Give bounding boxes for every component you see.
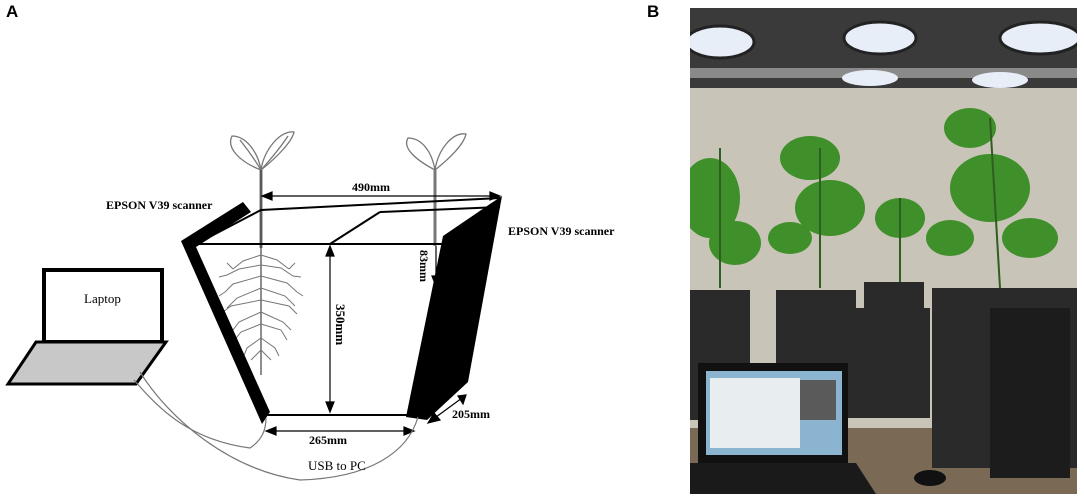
dimension-arrows bbox=[260, 191, 502, 436]
light-fixture bbox=[690, 24, 756, 60]
right-seedling-leaves bbox=[406, 133, 467, 172]
usb-cable bbox=[133, 371, 419, 481]
rhizobox-frame bbox=[195, 197, 501, 416]
photo-laptop bbox=[690, 363, 876, 494]
plant-stems bbox=[719, 117, 1001, 289]
bottom-width-label: 265mm bbox=[309, 433, 347, 447]
light-fixture bbox=[842, 20, 918, 56]
panel-label-b: B bbox=[647, 2, 660, 21]
usb-label: USB to PC bbox=[308, 458, 366, 473]
plant-foliage bbox=[690, 108, 1058, 265]
top-width-label: 490mm bbox=[352, 180, 390, 194]
depth-label: 83mm bbox=[417, 250, 431, 282]
left-scanner-plate bbox=[181, 202, 270, 424]
laptop-icon bbox=[5, 268, 169, 386]
growth-room-photo bbox=[690, 8, 1077, 494]
left-seedling-leaves bbox=[230, 131, 295, 172]
computer-mouse bbox=[914, 470, 946, 486]
height-label: 350mm bbox=[333, 304, 348, 345]
laptop-label: Laptop bbox=[84, 291, 121, 306]
light-fixture bbox=[972, 72, 1028, 88]
right-scanner-label: EPSON V39 scanner bbox=[508, 224, 615, 238]
light-fixture bbox=[998, 20, 1077, 56]
panel-label-a: A bbox=[6, 2, 19, 21]
bottom-depth-label: 205mm bbox=[452, 407, 490, 421]
rhizobox-diagram: EPSON V39 scanner EPSON V39 scanner 490m… bbox=[5, 131, 615, 481]
left-scanner-label: EPSON V39 scanner bbox=[106, 198, 213, 212]
right-scanner-plate bbox=[406, 196, 502, 420]
light-fixture bbox=[842, 70, 898, 86]
root-system bbox=[218, 254, 304, 361]
